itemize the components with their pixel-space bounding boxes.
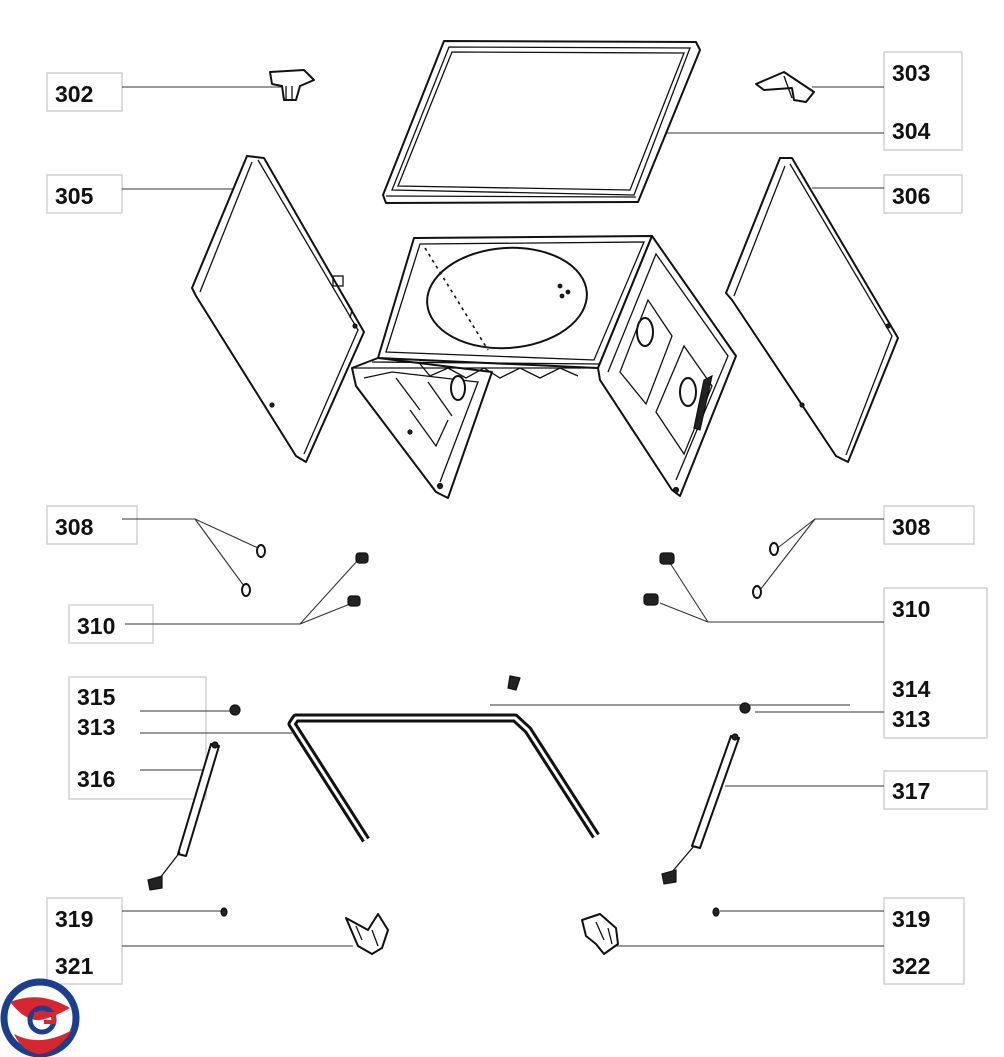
- leader-308-right: [774, 518, 884, 551]
- label-box-319-321: [46, 897, 123, 985]
- bracket-302: [269, 69, 315, 101]
- clip-314: [507, 675, 521, 691]
- label-box-319-322: [883, 897, 965, 985]
- part-label-317: 317: [892, 778, 930, 804]
- part-label-310-left: 310: [77, 613, 115, 639]
- door-gasket-313: [287, 713, 600, 843]
- label-box-315-313-316: [68, 676, 207, 800]
- part-label-304: 304: [892, 118, 931, 144]
- label-box-305: [46, 174, 123, 214]
- hinge-322: [581, 913, 619, 955]
- label-box-317: [883, 770, 988, 810]
- bolts-310: [347, 552, 675, 607]
- label-box-303-304: [883, 51, 963, 151]
- side-panel-305: [191, 155, 365, 463]
- part-label-319-left: 319: [55, 906, 93, 932]
- part-label-315: 315: [77, 684, 116, 710]
- bumpers-313-315: [229, 702, 751, 716]
- leader-308-right-b: [759, 518, 816, 591]
- part-label-306: 306: [892, 183, 930, 209]
- bracket-303: [755, 71, 815, 103]
- leader-310-left-b: [299, 601, 356, 625]
- part-label-310-right: 310: [892, 596, 930, 622]
- part-label-321: 321: [55, 953, 94, 979]
- hinge-321: [345, 913, 389, 955]
- oven-cavity: [351, 235, 737, 499]
- leader-308-left-b: [194, 518, 245, 587]
- label-box-306: [883, 174, 963, 214]
- label-box-302: [46, 72, 123, 112]
- label-boxes: [46, 51, 988, 985]
- leader-lines: [122, 86, 884, 947]
- label-box-310-314-313-right: [883, 587, 988, 739]
- label-box-308-right: [883, 505, 975, 545]
- pins-319: [220, 907, 720, 917]
- part-label-302: 302: [55, 81, 93, 107]
- top-panel-304: [382, 40, 701, 204]
- leader-310-right: [669, 562, 884, 623]
- washers-308: [241, 542, 779, 599]
- leader-308-left: [122, 518, 259, 549]
- brand-logo: [0, 978, 80, 1057]
- part-label-322: 322: [892, 953, 930, 979]
- part-label-313-left: 313: [77, 714, 115, 740]
- part-label-308-left: 308: [55, 514, 94, 540]
- part-label-313-right: 313: [892, 706, 930, 732]
- side-panel-306: [725, 157, 899, 463]
- gas-strut-317: [661, 733, 740, 885]
- part-label-303: 303: [892, 60, 930, 86]
- label-box-308-left: [46, 505, 138, 545]
- part-labels: 302 303 304 305 306 308 308 310 310 314 …: [55, 60, 931, 979]
- part-label-308-right: 308: [892, 514, 931, 540]
- part-label-319-right: 319: [892, 906, 930, 932]
- part-label-305: 305: [55, 183, 94, 209]
- part-label-316: 316: [77, 766, 115, 792]
- gas-strut-316: [147, 741, 220, 891]
- leader-310-right-b: [659, 602, 709, 623]
- part-label-314: 314: [892, 676, 931, 702]
